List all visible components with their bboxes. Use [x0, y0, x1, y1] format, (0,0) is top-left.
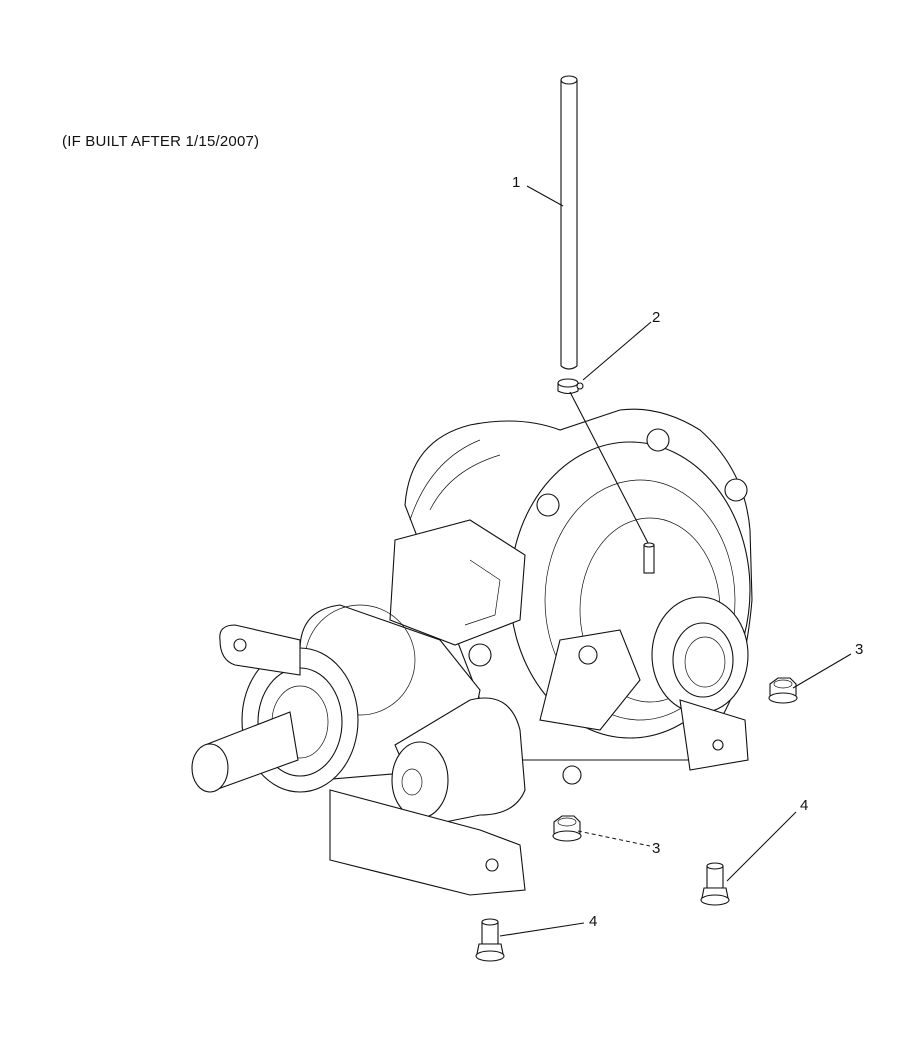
flange-bolt-right	[700, 862, 730, 906]
flange-nut-right	[768, 677, 798, 704]
clamp-part	[557, 378, 584, 395]
vent-tube-part	[560, 75, 578, 370]
gearbox-assembly	[191, 408, 753, 896]
flange-nut-lower	[552, 815, 582, 842]
cover-bolts	[468, 428, 748, 785]
callout-4-lower: 4	[589, 913, 597, 930]
leader-lines	[499, 185, 852, 937]
flange-bolt-lower	[475, 918, 505, 962]
callout-3-lower: 3	[652, 840, 660, 857]
build-date-note: (IF BUILT AFTER 1/15/2007)	[62, 133, 260, 150]
callout-2: 2	[652, 309, 660, 326]
callout-1: 1	[512, 174, 520, 191]
callout-3-right: 3	[855, 641, 863, 658]
callout-4-right: 4	[800, 797, 808, 814]
